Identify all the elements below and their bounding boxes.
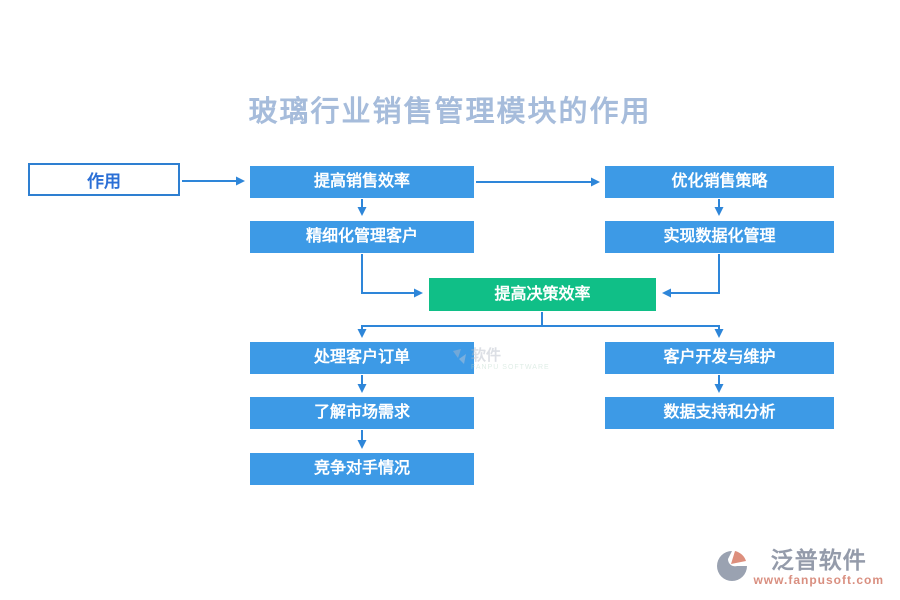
node-refined-customer-management: 精细化管理客户	[250, 221, 474, 253]
vendor-url: www.fanpusoft.com	[753, 573, 884, 587]
node-data-support-analysis: 数据支持和分析	[605, 397, 834, 429]
fanpu-logo-icon	[715, 549, 749, 588]
node-process-customer-orders: 处理客户订单	[250, 342, 474, 374]
node-optimize-sales-strategy: 优化销售策略	[605, 166, 834, 198]
watermark-icon	[452, 348, 468, 371]
page-title: 玻璃行业销售管理模块的作用	[248, 96, 652, 128]
node-understand-market-demand: 了解市场需求	[250, 397, 474, 429]
node-improve-sales-efficiency: 提高销售效率	[250, 166, 474, 198]
node-data-based-management: 实现数据化管理	[605, 221, 834, 253]
node-role: 作用	[28, 163, 180, 196]
watermark-text: 软件	[471, 347, 502, 364]
watermark-subtext: FANPU SOFTWARE	[471, 364, 550, 371]
node-improve-decision-efficiency: 提高决策效率	[429, 278, 656, 311]
vendor-name: 泛普软件	[770, 548, 867, 573]
node-customer-development-maintenance: 客户开发与维护	[605, 342, 834, 374]
center-watermark: 软件 FANPU SOFTWARE	[452, 348, 550, 371]
node-competitor-situation: 竞争对手情况	[250, 453, 474, 485]
vendor-logo: 泛普软件 www.fanpusoft.com	[715, 549, 884, 588]
